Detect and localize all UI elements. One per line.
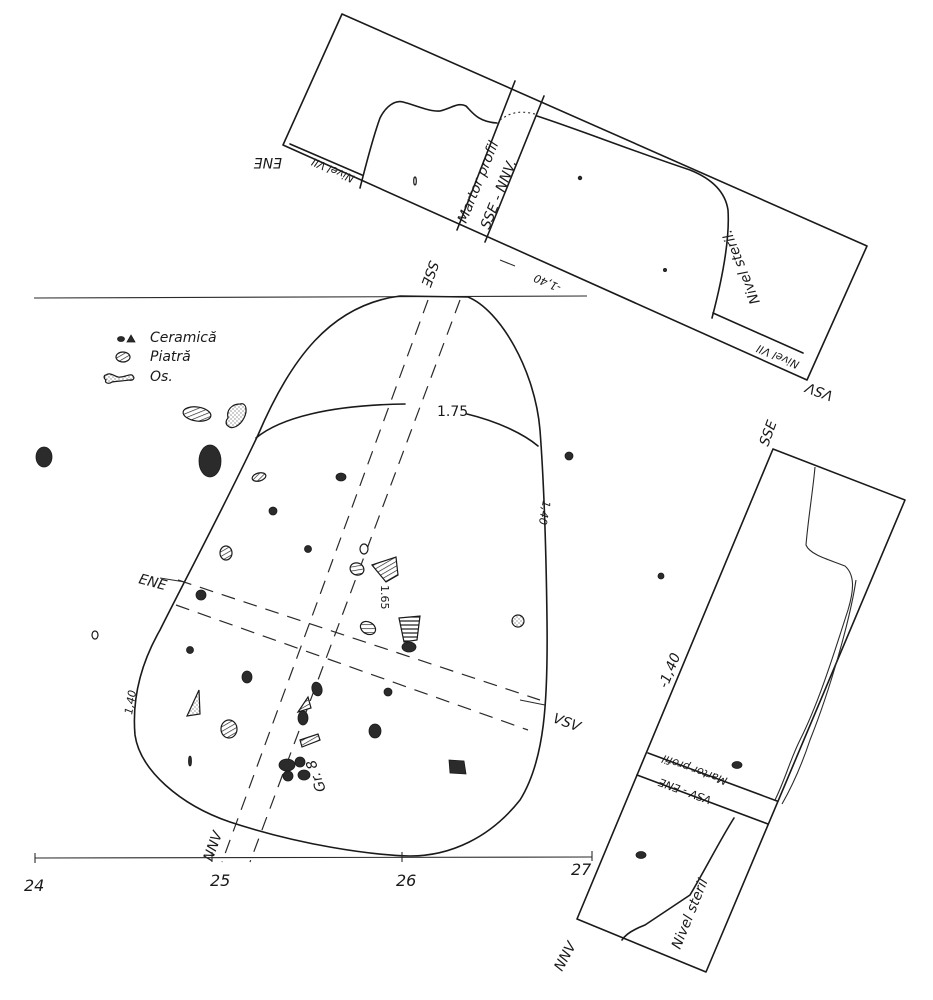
ceramic-find bbox=[198, 444, 222, 478]
profile-right: SSE -1,40 Martor profil VSV - ENE Nivel … bbox=[551, 418, 906, 974]
grid-scale: 24 25 26 27 bbox=[24, 851, 593, 895]
ceramic-find bbox=[35, 446, 53, 468]
find-dot bbox=[635, 851, 647, 859]
ceramic-find bbox=[282, 770, 294, 782]
ceramic-find bbox=[383, 687, 393, 697]
profile-top-outline bbox=[282, 13, 868, 381]
legend-bone-swatch bbox=[103, 373, 135, 384]
stone-find bbox=[219, 545, 233, 561]
profile-right-pit-boundary bbox=[774, 466, 854, 801]
ceramic-find bbox=[311, 681, 323, 697]
ceramic-find bbox=[186, 646, 194, 654]
profile-right-pit-boundary-2 bbox=[781, 579, 857, 805]
witness-strip-sse-a bbox=[221, 299, 429, 863]
contour-175-label: 1.75 bbox=[437, 404, 468, 420]
profile-right-sterile-boundary bbox=[621, 817, 735, 941]
stone-find bbox=[182, 406, 212, 422]
bone-find bbox=[185, 689, 201, 717]
ceramic-find bbox=[657, 572, 665, 580]
profile-top-right-end: VSV bbox=[802, 378, 835, 403]
profile-top-pit-boundary-dotted bbox=[499, 111, 536, 121]
legend-stone-label: Piatră bbox=[150, 349, 191, 365]
ceramic-find bbox=[188, 755, 192, 767]
stone-find bbox=[251, 472, 267, 482]
ceramic-find bbox=[448, 759, 467, 775]
profile-top-sterile-boundary bbox=[536, 115, 730, 319]
open-find bbox=[359, 543, 369, 555]
profile-top-level-strip-left bbox=[289, 143, 363, 176]
find-dot bbox=[577, 175, 583, 181]
legend-stone-swatch bbox=[115, 351, 131, 363]
plan-top-reference-line bbox=[33, 295, 588, 299]
stone-find bbox=[296, 695, 312, 714]
profile-top-pit-boundary bbox=[359, 100, 498, 189]
ene-tick bbox=[159, 577, 186, 583]
stone-find bbox=[220, 719, 238, 739]
scale-line bbox=[34, 856, 593, 859]
profile-right-witness-line-a bbox=[647, 752, 778, 802]
scale-label-27: 27 bbox=[571, 860, 592, 879]
profile-right-top-end: SSE bbox=[757, 418, 781, 448]
profile-top-level-strip-right bbox=[712, 312, 804, 354]
scale-label-24: 24 bbox=[24, 876, 44, 895]
legend: Ceramică Piatră Os. bbox=[103, 330, 217, 385]
scale-label-25: 25 bbox=[210, 871, 230, 890]
profile-right-outline bbox=[576, 448, 906, 973]
depth-center-label: 1.65 bbox=[378, 585, 391, 610]
ceramic-find bbox=[401, 641, 417, 653]
legend-ceramic-swatch-2 bbox=[126, 334, 136, 343]
ceramic-find bbox=[294, 756, 306, 768]
bone-find bbox=[225, 403, 247, 429]
profile-top-depth-tick bbox=[499, 259, 516, 267]
depth-right-label: 1,40 bbox=[536, 499, 553, 525]
depth-left-label: 1,40 bbox=[122, 689, 139, 715]
ceramic-find bbox=[304, 545, 312, 553]
profile-top: ENE Nivel VII Martor profil SSE - NNV. -… bbox=[254, 13, 868, 403]
witness-strip-ene-a bbox=[177, 579, 541, 701]
ceramic-find bbox=[335, 472, 347, 482]
ceramic-find bbox=[297, 769, 311, 781]
pit-outline bbox=[133, 295, 548, 857]
stone-find bbox=[398, 615, 421, 643]
orient-vsv-label: VSV bbox=[551, 711, 584, 736]
profile-right-sterile: Nivel steril bbox=[669, 876, 712, 951]
profile-top-left-end: ENE bbox=[254, 154, 282, 170]
plan-view: Ceramică Piatră Os. bbox=[33, 259, 665, 863]
legend-bone-label: Os. bbox=[150, 369, 173, 385]
stone-find bbox=[299, 733, 321, 748]
profile-top-witness-line-b bbox=[484, 95, 545, 243]
find-dot bbox=[731, 761, 743, 769]
witness-strip-ene-b bbox=[175, 604, 529, 731]
legend-ceramic-swatch bbox=[117, 336, 125, 342]
orient-ene-label: ENE bbox=[137, 571, 168, 594]
profile-top-witness-line-a bbox=[456, 80, 516, 231]
contour-175-right bbox=[466, 413, 539, 447]
ceramic-find bbox=[241, 670, 253, 684]
stone-find bbox=[349, 562, 365, 576]
vsv-tick bbox=[519, 699, 546, 706]
ceramic-find bbox=[297, 710, 309, 726]
profile-top-sterile: Nivel steril. bbox=[719, 227, 763, 306]
ceramic-find bbox=[564, 451, 574, 461]
legend-ceramic-label: Ceramică bbox=[150, 330, 217, 346]
witness-strip-sse-b bbox=[249, 299, 461, 863]
profile-right-bottom-end: NNV bbox=[551, 938, 580, 974]
ceramic-find bbox=[278, 758, 296, 772]
orient-sse-label: SSE bbox=[417, 259, 441, 289]
scale-label-26: 26 bbox=[396, 871, 416, 890]
open-find bbox=[91, 630, 99, 640]
find-mark bbox=[413, 176, 417, 186]
ceramic-find bbox=[268, 506, 278, 516]
bone-find bbox=[511, 614, 525, 628]
stone-find bbox=[370, 556, 399, 583]
contour-175 bbox=[255, 403, 406, 439]
find-dot bbox=[663, 267, 668, 272]
ceramic-find bbox=[195, 589, 207, 601]
profile-top-depth: -1,40 bbox=[532, 271, 563, 294]
feature-label: Gr. 8 bbox=[303, 757, 329, 794]
ceramic-find bbox=[368, 723, 382, 739]
stone-find bbox=[359, 620, 377, 636]
profile-right-witness-line-b bbox=[636, 774, 769, 825]
